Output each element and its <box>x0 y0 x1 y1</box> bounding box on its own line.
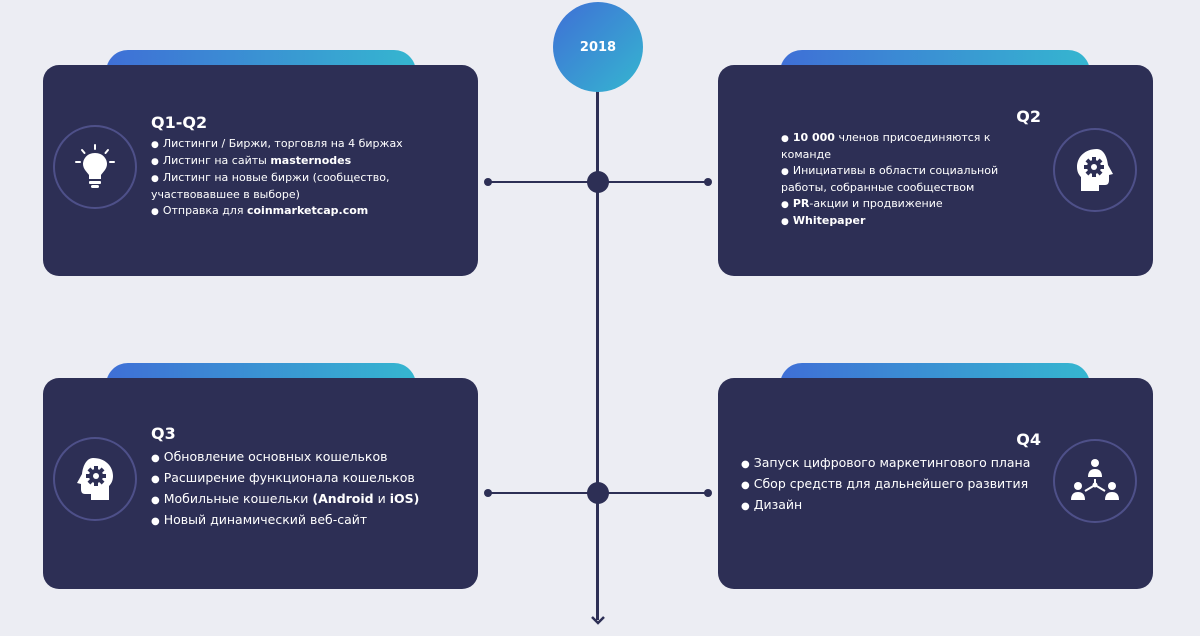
connector-dot <box>484 178 492 186</box>
list-item: Запуск цифрового маркетингового плана <box>741 453 1041 474</box>
timeline-node <box>587 482 609 504</box>
list-item: 10 000 членов присоединяются к команде <box>781 130 1041 163</box>
icon-circle <box>1053 439 1137 523</box>
chevron-down-icon[interactable] <box>587 612 609 628</box>
card-list: Запуск цифрового маркетингового плана Сб… <box>741 453 1041 516</box>
timeline-node <box>587 171 609 193</box>
list-item: Листинг на новые биржи (сообщество, учас… <box>151 170 401 203</box>
connector-dot <box>704 178 712 186</box>
icon-circle <box>53 125 137 209</box>
icon-circle <box>53 437 137 521</box>
card-list: Листинги / Биржи, торговля на 4 биржах Л… <box>151 136 451 220</box>
year-badge: 2018 <box>553 2 643 92</box>
card-q3: Q3 Обновление основных кошельков Расшире… <box>43 378 478 589</box>
card-q4: Q4 Запуск цифрового маркетингового плана… <box>718 378 1153 589</box>
list-item: Инициативы в области социальной работы, … <box>781 163 1041 196</box>
list-item: Листинги / Биржи, торговля на 4 биржах <box>151 136 451 153</box>
card-q1-q2: Q1-Q2 Листинги / Биржи, торговля на 4 би… <box>43 65 478 276</box>
card-list: 10 000 членов присоединяются к команде И… <box>781 130 1041 230</box>
card-title: Q2 <box>1016 107 1041 126</box>
list-item: Расширение функционала кошельков <box>151 468 461 489</box>
list-item: Дизайн <box>741 495 1041 516</box>
connector-dot <box>484 489 492 497</box>
card-title: Q3 <box>151 424 176 443</box>
card-title: Q1-Q2 <box>151 113 208 132</box>
lightbulb-icon <box>75 144 115 188</box>
list-item: Обновление основных кошельков <box>151 447 461 468</box>
card-q2: Q2 10 000 членов присоединяются к команд… <box>718 65 1153 276</box>
list-item: Листинг на сайты masternodes <box>151 153 451 170</box>
list-item: Сбор средств для дальнейшего развития <box>741 474 1041 495</box>
connector-dot <box>704 489 712 497</box>
icon-circle <box>1053 128 1137 212</box>
list-item: Отправка для coinmarketcap.com <box>151 203 451 220</box>
head-gear-icon <box>77 458 113 500</box>
card-title: Q4 <box>1016 430 1041 449</box>
card-list: Обновление основных кошельков Расширение… <box>151 447 461 531</box>
list-item: Whitepaper <box>781 213 1041 230</box>
timeline-axis <box>596 60 599 620</box>
year-label: 2018 <box>579 39 617 55</box>
list-item: Мобильные кошельки (Android и iOS) <box>151 489 461 510</box>
list-item: Новый динамический веб-сайт <box>151 510 461 531</box>
team-network-icon <box>1071 459 1119 500</box>
list-item: PR-акции и продвижение <box>781 196 1041 213</box>
head-gear-icon <box>1077 149 1113 191</box>
